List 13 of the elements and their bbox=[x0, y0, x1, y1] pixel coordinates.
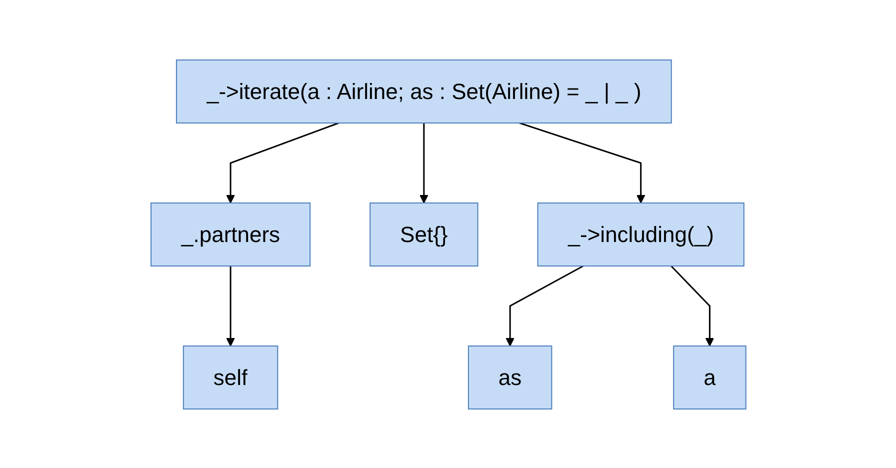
arrow bbox=[518, 122, 645, 203]
arrow bbox=[226, 122, 339, 203]
node-box: a bbox=[672, 344, 746, 409]
node-box: _.partners bbox=[150, 202, 310, 266]
arrow bbox=[505, 264, 584, 346]
node-box: as bbox=[468, 344, 552, 409]
node-box: self bbox=[182, 344, 278, 409]
node-box: _->iterate(a : Airline; as : Set(Airline) = _ | _ ) bbox=[176, 59, 672, 123]
arrow bbox=[670, 264, 714, 346]
arrow bbox=[226, 266, 235, 346]
node-box: _->including(_) bbox=[536, 202, 744, 266]
node-box: Set{} bbox=[369, 202, 478, 266]
arrow bbox=[419, 122, 428, 203]
